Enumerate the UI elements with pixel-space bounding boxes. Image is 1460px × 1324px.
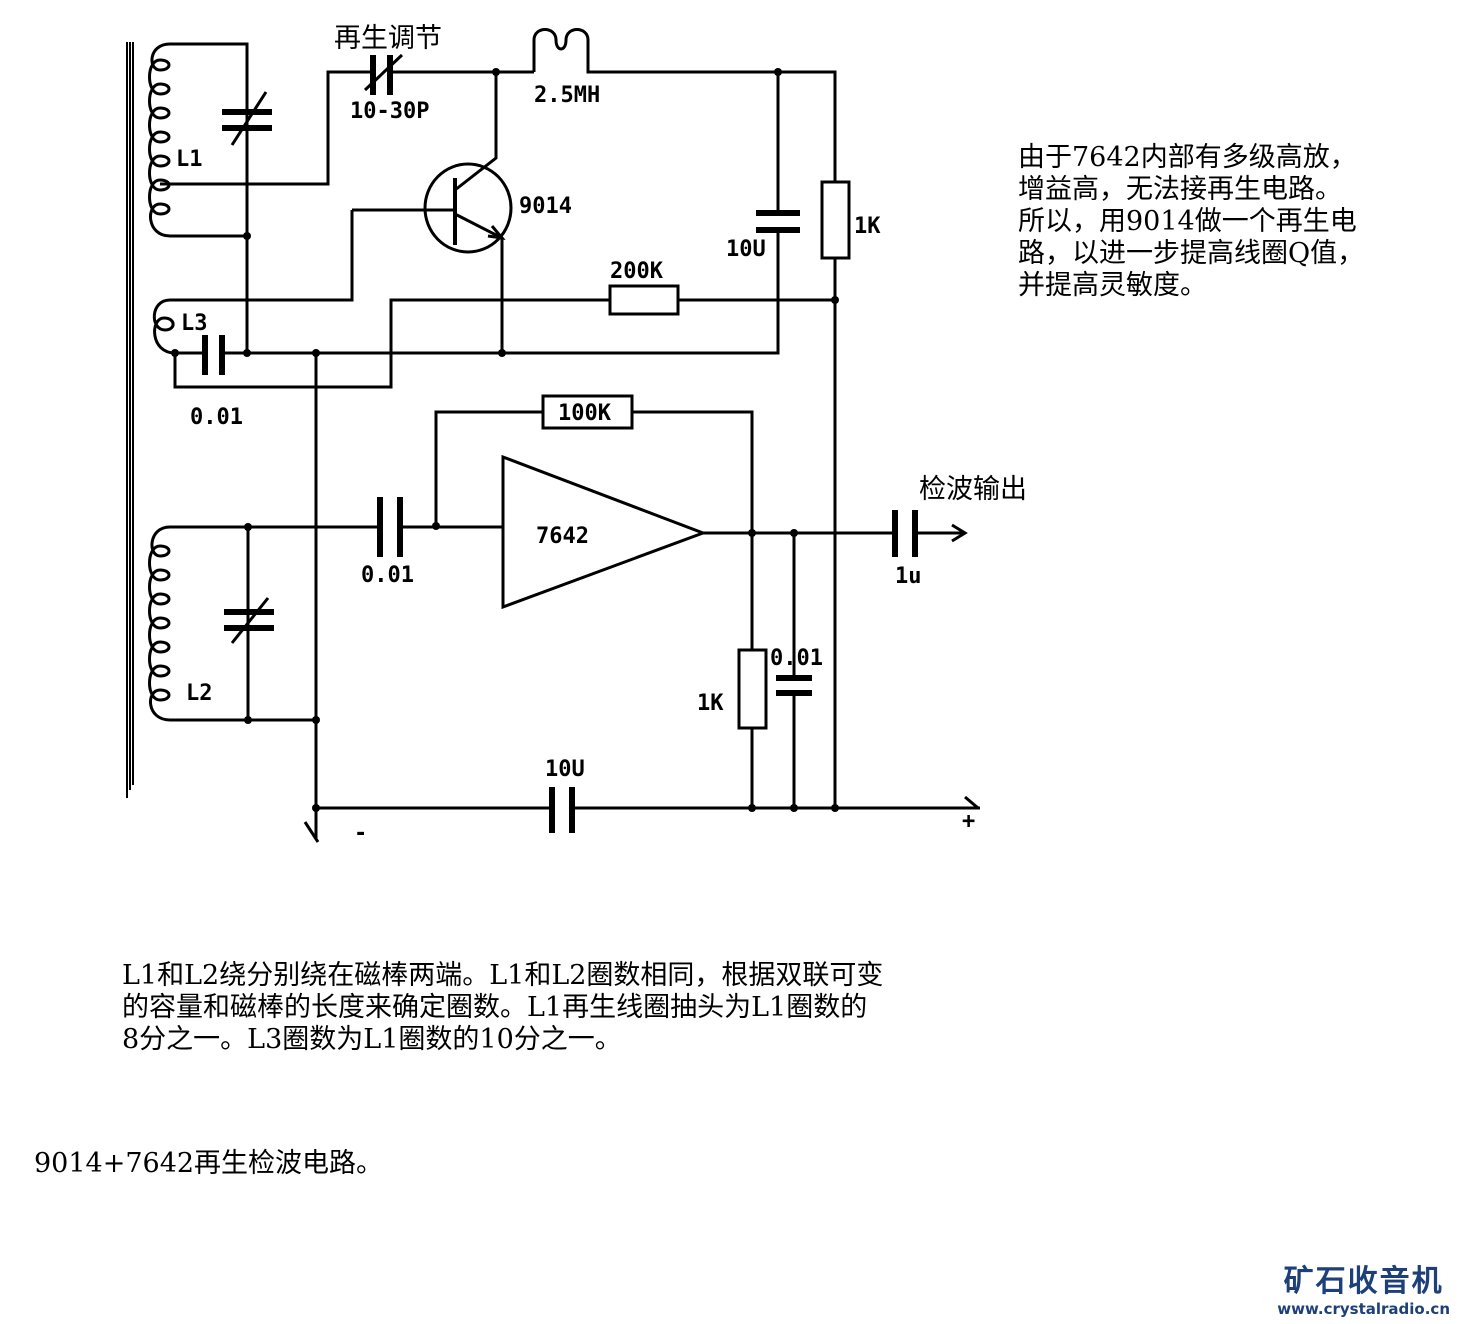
capacitor-10u-top <box>756 210 800 233</box>
capacitor-l3 <box>202 335 225 375</box>
amplifier-7642 <box>501 454 708 610</box>
resistor-1k-bottom <box>737 648 768 730</box>
label-regen-adjust: 再生调节 <box>334 23 442 54</box>
capacitor-output <box>892 510 918 557</box>
label-l1: L1 <box>176 147 203 172</box>
ferrite-rod <box>126 42 134 798</box>
note-line: L1和L2绕分别绕在磁棒两端。L1和L2圈数相同，根据双联可变 <box>122 960 884 991</box>
label-l2: L2 <box>186 681 213 706</box>
variable-capacitor-l1 <box>222 91 272 146</box>
wires <box>160 28 980 843</box>
transistor-9014 <box>423 162 513 254</box>
coil-l1 <box>148 42 171 238</box>
site-logo: 矿石收音机 www.crystalradio.cn <box>1277 1256 1450 1318</box>
capacitor-bypass <box>776 675 812 696</box>
note-line: 8分之一。L3圈数为L1圈数的10分之一。 <box>122 1024 622 1055</box>
label-cap-10u-top: 10U <box>726 237 766 262</box>
note-right: 由于7642内部有多级高放， 增益高，无法接再生电路。 所以，用9014做一个再… <box>1018 142 1364 302</box>
trimmer-capacitor <box>363 53 404 95</box>
label-minus: - <box>354 821 367 846</box>
label-cap-l3: 0.01 <box>190 405 243 430</box>
note-line: 路，以进一步提高线圈Q值， <box>1018 238 1365 269</box>
label-cap-input: 0.01 <box>361 563 414 588</box>
note-line: 增益高，无法接再生电路。 <box>1018 174 1342 205</box>
label-res-100k: 100K <box>558 401 612 426</box>
caption: 9014+7642再生检波电路。 <box>34 1148 384 1179</box>
junction-dots <box>171 68 839 812</box>
note-line: 所以，用9014做一个再生电 <box>1018 206 1357 237</box>
note-line: 的容量和磁棒的长度来确定圈数。L1再生线圈抽头为L1圈数的 <box>122 992 868 1023</box>
logo-title: 矿石收音机 <box>1283 1264 1444 1299</box>
label-cap-10u-bottom: 10U <box>545 757 585 782</box>
label-res-200k: 200K <box>610 259 664 284</box>
label-trimmer: 10-30P <box>350 99 429 124</box>
label-res-1k-top: 1K <box>854 214 881 239</box>
label-res-1k-bottom: 1K <box>697 691 724 716</box>
label-cap-bypass: 0.01 <box>770 646 823 671</box>
label-choke: 2.5MH <box>534 83 600 108</box>
capacitor-input <box>377 497 403 557</box>
label-cap-output: 1u <box>895 564 922 589</box>
resistor-200k <box>608 284 680 316</box>
label-opamp: 7642 <box>536 524 589 549</box>
label-l3: L3 <box>181 311 208 336</box>
label-detect-output: 检波输出 <box>919 474 1027 505</box>
label-plus: + <box>962 809 975 834</box>
note-line: 由于7642内部有多级高放， <box>1018 142 1357 173</box>
coil-l2 <box>148 525 171 722</box>
label-transistor: 9014 <box>519 194 572 219</box>
resistor-1k-top <box>820 180 851 260</box>
coil-l3 <box>152 298 176 355</box>
logo-url: www.crystalradio.cn <box>1277 1300 1450 1318</box>
note-line: 并提高灵敏度。 <box>1018 270 1207 301</box>
note-bottom: L1和L2绕分别绕在磁棒两端。L1和L2圈数相同，根据双联可变 的容量和磁棒的长… <box>122 960 883 1056</box>
variable-capacitor-l2 <box>224 597 274 644</box>
capacitor-10u-bottom <box>549 787 575 833</box>
resistor-100k <box>541 394 634 430</box>
